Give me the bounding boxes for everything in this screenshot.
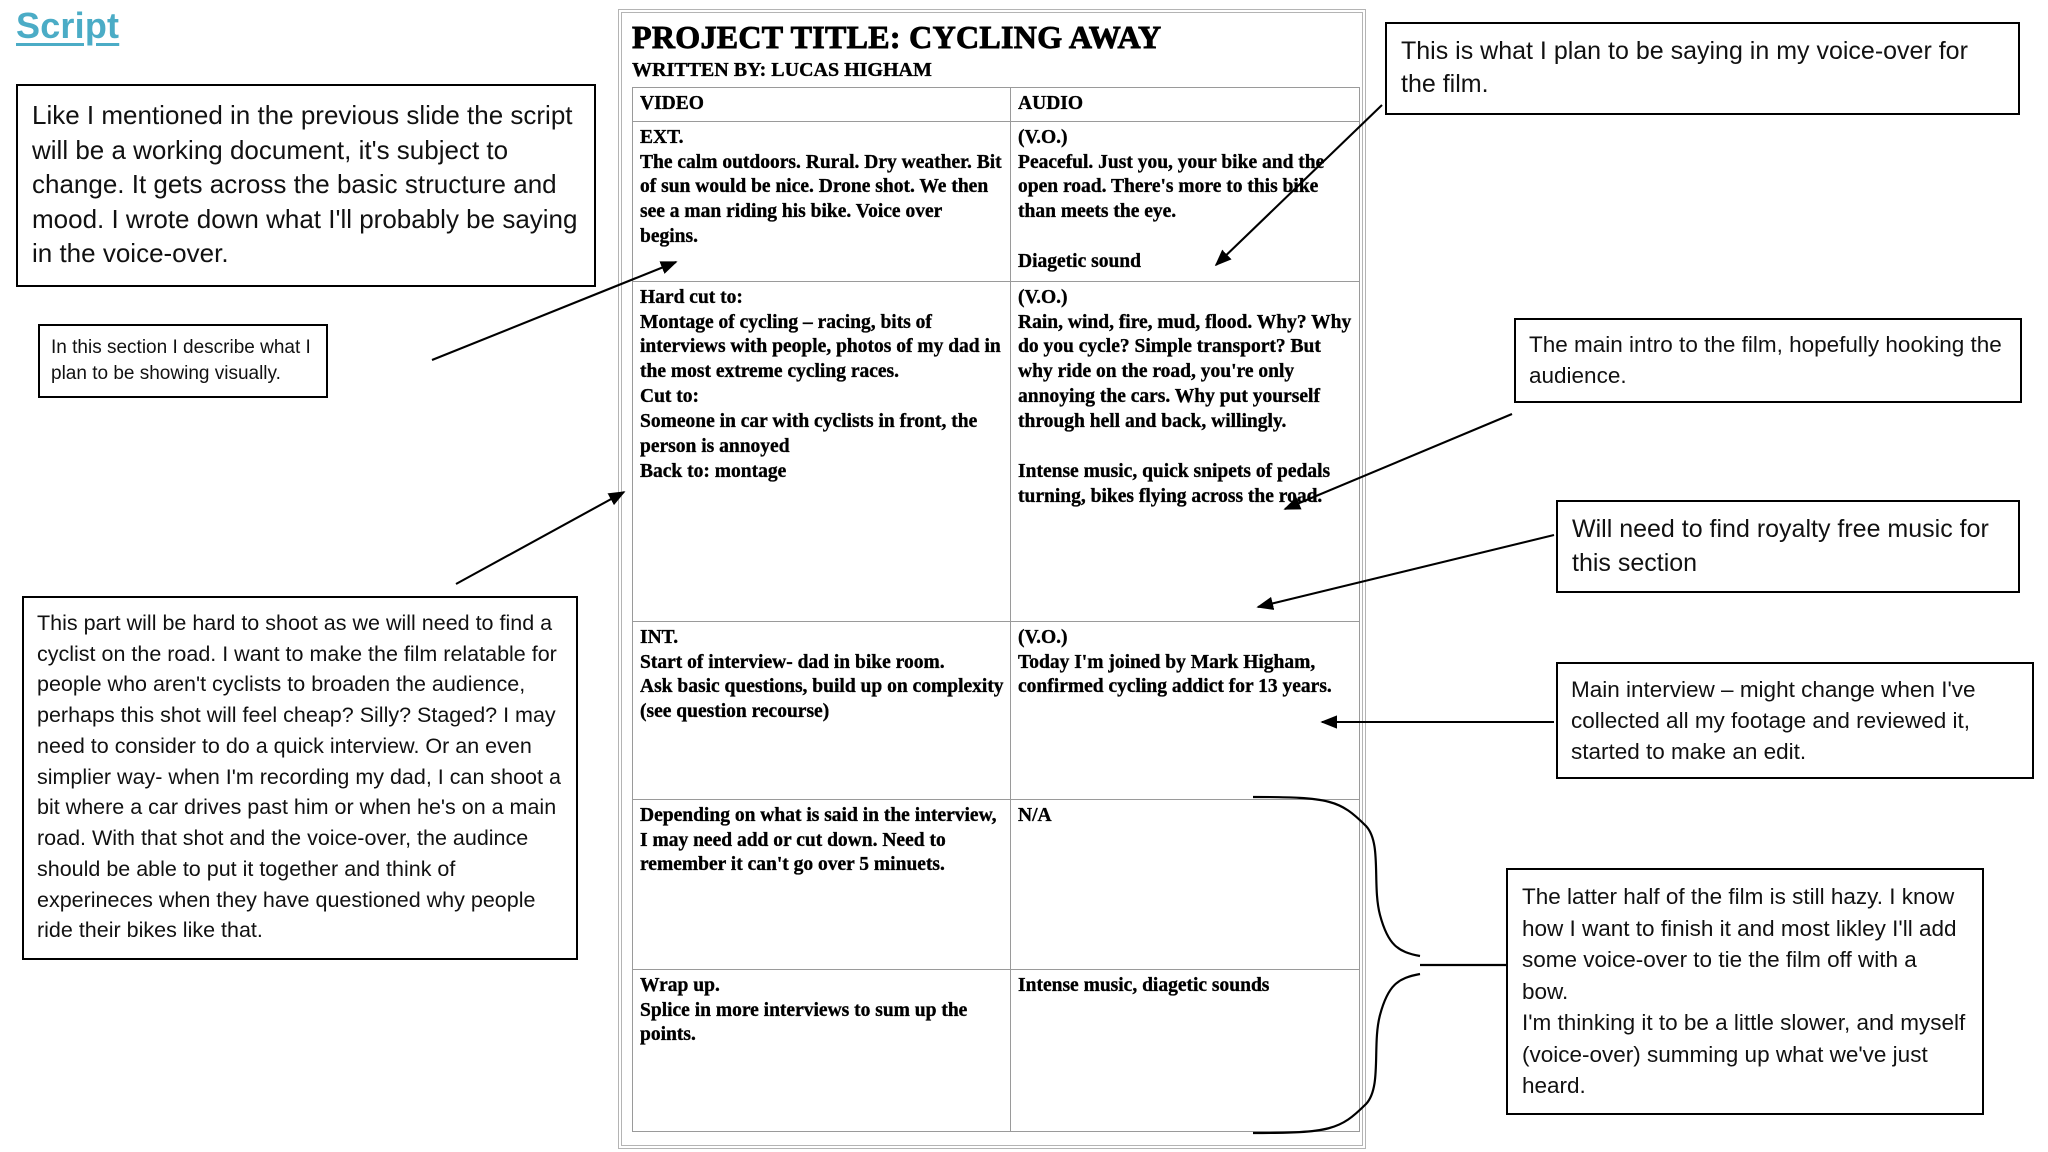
cell-audio-text: Intense music, diagetic sounds	[1018, 974, 1270, 996]
table-row: Hard cut to: Montage of cycling – racing…	[631, 280, 1360, 622]
document-written-by: WRITTEN BY: LUCAS HIGHAM	[632, 58, 932, 81]
table-row: EXT. The calm outdoors. Rural. Dry weath…	[631, 120, 1360, 282]
page-title: Script	[16, 5, 120, 46]
cell-video: INT. Start of interview- dad in bike roo…	[631, 620, 1012, 800]
script-table: VIDEO AUDIO EXT. The calm outdoors. Rura…	[631, 86, 1360, 1132]
cell-video: Depending on what is said in the intervi…	[631, 798, 1012, 970]
callout-main-intro: The main intro to the film, hopefully ho…	[1514, 318, 2022, 404]
table-row: Depending on what is said in the intervi…	[631, 798, 1360, 970]
cell-audio: (V.O.) Today I'm joined by Mark Higham, …	[1010, 620, 1360, 800]
callout-voiceover-plan-text: This is what I plan to be saying in my v…	[1401, 37, 1975, 99]
callout-visual-section-text: In this section I describe what I plan t…	[51, 337, 317, 385]
cell-video-text: INT. Start of interview- dad in bike roo…	[640, 626, 1004, 723]
cell-audio-text: (V.O.) Peaceful. Just you, your bike and…	[1018, 126, 1325, 273]
cell-audio-text: (V.O.) Today I'm joined by Mark Higham, …	[1018, 626, 1332, 698]
callout-royalty-music-text: Will need to find royalty free music for…	[1572, 515, 1996, 577]
connector-hard-to-shoot	[455, 491, 626, 585]
cell-audio-text: N/A	[1018, 804, 1052, 826]
script-document: PROJECT TITLE: CYCLING AWAY WRITTEN BY: …	[618, 9, 1366, 1149]
callout-intro-text: Like I mentioned in the previous slide t…	[32, 100, 585, 269]
callout-main-interview: Main interview – might change when I've …	[1556, 662, 2034, 780]
table-header-row: VIDEO AUDIO	[631, 86, 1360, 122]
cell-audio-text: (V.O.) Rain, wind, fire, mud, flood. Why…	[1018, 286, 1352, 508]
cell-video: Wrap up. Splice in more interviews to su…	[631, 968, 1012, 1132]
callout-latter-half-text: The latter half of the film is still haz…	[1522, 884, 1966, 1098]
column-header-audio: AUDIO	[1010, 86, 1360, 122]
table-row: Wrap up. Splice in more interviews to su…	[631, 968, 1360, 1132]
cell-audio: (V.O.) Peaceful. Just you, your bike and…	[1010, 120, 1360, 282]
cell-video-text: Wrap up. Splice in more interviews to su…	[640, 974, 968, 1046]
callout-latter-half: The latter half of the film is still haz…	[1506, 868, 1984, 1115]
cell-video: Hard cut to: Montage of cycling – racing…	[631, 280, 1012, 622]
table-row: INT. Start of interview- dad in bike roo…	[631, 620, 1360, 800]
callout-hard-to-shoot: This part will be hard to shoot as we wi…	[22, 596, 578, 961]
callout-main-intro-text: The main intro to the film, hopefully ho…	[1529, 332, 2009, 388]
column-header-video: VIDEO	[631, 86, 1012, 122]
cell-video-text: Depending on what is said in the intervi…	[640, 804, 1002, 876]
callout-royalty-music: Will need to find royalty free music for…	[1556, 500, 2020, 593]
document-title: PROJECT TITLE: CYCLING AWAY	[632, 19, 1162, 55]
cell-video-text: EXT. The calm outdoors. Rural. Dry weath…	[640, 126, 1002, 248]
cell-video: EXT. The calm outdoors. Rural. Dry weath…	[631, 120, 1012, 282]
callout-voiceover-plan: This is what I plan to be saying in my v…	[1385, 22, 2020, 115]
callout-intro: Like I mentioned in the previous slide t…	[16, 84, 596, 287]
script-page: PROJECT TITLE: CYCLING AWAY WRITTEN BY: …	[621, 12, 1363, 1146]
callout-visual-section: In this section I describe what I plan t…	[38, 324, 328, 399]
cell-video-text: Hard cut to: Montage of cycling – racing…	[640, 286, 1001, 483]
callout-hard-to-shoot-text: This part will be hard to shoot as we wi…	[37, 611, 567, 943]
cell-audio: N/A	[1010, 798, 1360, 970]
callout-main-interview-text: Main interview – might change when I've …	[1571, 677, 1982, 765]
cell-audio: (V.O.) Rain, wind, fire, mud, flood. Why…	[1010, 280, 1360, 622]
cell-audio: Intense music, diagetic sounds	[1010, 968, 1360, 1132]
